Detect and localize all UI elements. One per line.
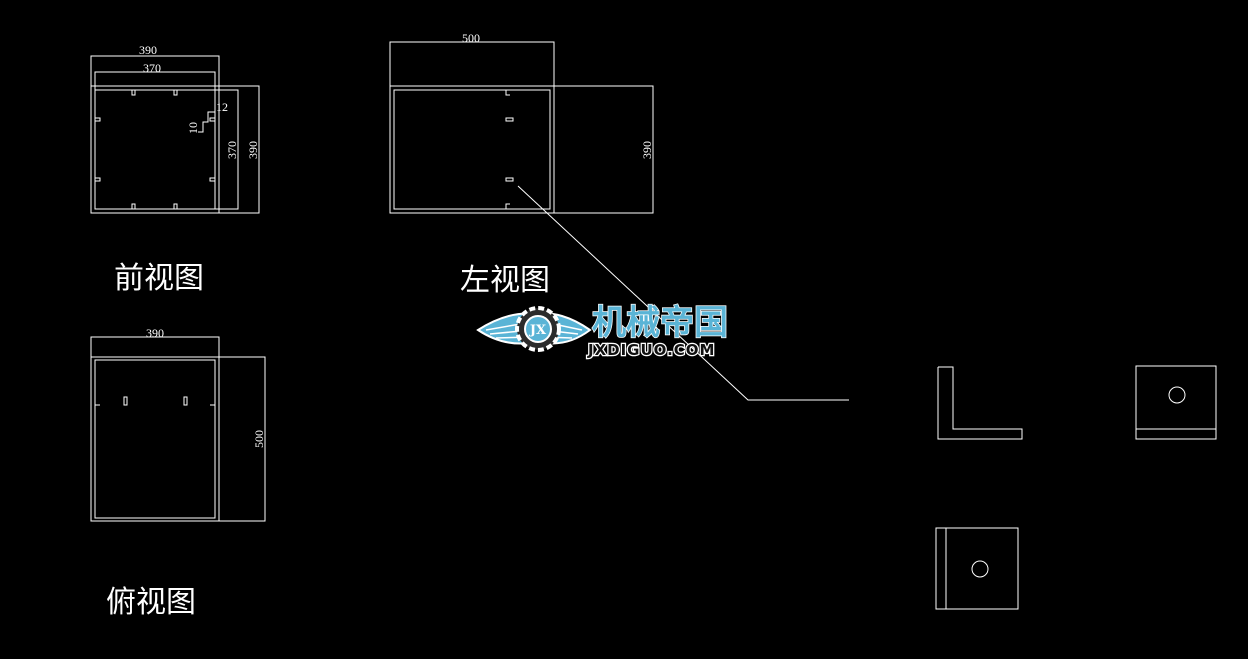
left-dim-line-500 bbox=[389, 41, 555, 86]
left-view: 500 390 左视图 bbox=[389, 31, 654, 298]
front-view-notch bbox=[173, 89, 178, 96]
plate-with-hole-top bbox=[1135, 365, 1217, 440]
top-view-notch bbox=[183, 396, 188, 406]
left-dim-line-390 bbox=[554, 85, 654, 214]
front-dim-gap: 12 bbox=[216, 100, 228, 114]
top-view-notch bbox=[210, 397, 216, 406]
plate-outline bbox=[1135, 365, 1217, 440]
front-dim-inner-width: 370 bbox=[143, 61, 161, 75]
left-view-notch bbox=[505, 90, 510, 96]
front-view: 390 370 12 10 370 390 前视图 bbox=[90, 43, 260, 296]
left-dim-height: 390 bbox=[640, 141, 654, 159]
left-view-outer-frame bbox=[389, 85, 555, 214]
front-view-notch bbox=[131, 89, 136, 96]
plate-hole bbox=[971, 560, 989, 578]
left-view-notch bbox=[505, 203, 510, 209]
front-dim-line-370v bbox=[215, 89, 239, 210]
top-dim-depth: 500 bbox=[252, 430, 266, 448]
top-view-inner-frame bbox=[94, 359, 216, 519]
watermark-name: 机械帝国 bbox=[592, 303, 728, 343]
front-dim-outer-height: 390 bbox=[246, 141, 260, 159]
angle-bracket-outline bbox=[937, 366, 1023, 440]
left-view-notch bbox=[505, 117, 514, 122]
front-view-inner-frame bbox=[94, 89, 216, 210]
front-view-outer-frame bbox=[90, 85, 220, 214]
front-view-notch bbox=[209, 177, 216, 182]
top-view-label: 俯视图 bbox=[106, 585, 196, 620]
front-view-label: 前视图 bbox=[114, 261, 204, 296]
left-view-label: 左视图 bbox=[460, 263, 550, 298]
front-dim-inner-height: 370 bbox=[225, 141, 239, 159]
top-view-outer-frame bbox=[90, 356, 220, 522]
watermark-logo: JX 机械帝国 JXDIGUO.COM bbox=[476, 302, 729, 360]
left-view-notch bbox=[505, 177, 514, 182]
top-dim-line-500 bbox=[219, 356, 266, 522]
front-view-notch bbox=[94, 177, 101, 182]
top-dim-line-390 bbox=[90, 336, 220, 357]
front-view-notch bbox=[131, 203, 136, 210]
plate-with-hole-bottom bbox=[935, 527, 1019, 610]
plate-hole bbox=[1168, 386, 1186, 404]
front-view-notch bbox=[173, 203, 178, 210]
top-view-notch bbox=[123, 396, 128, 406]
front-dim-line-390 bbox=[90, 55, 220, 86]
emblem-text: JX bbox=[529, 323, 547, 338]
leader-line bbox=[517, 185, 849, 401]
front-dim-slot: 10 bbox=[186, 122, 200, 134]
angle-bracket-part bbox=[937, 366, 1023, 440]
front-view-notch bbox=[209, 117, 216, 122]
top-dim-width: 390 bbox=[146, 326, 164, 340]
front-dim-line-390v bbox=[219, 85, 260, 214]
top-view-notch bbox=[94, 397, 100, 406]
front-view-notch bbox=[94, 117, 101, 122]
left-dim-width: 500 bbox=[462, 31, 480, 45]
front-dim-line-370 bbox=[94, 71, 216, 90]
left-view-inner-frame bbox=[393, 89, 551, 210]
front-view-step-detail bbox=[198, 111, 215, 133]
plate-outline bbox=[935, 527, 1019, 610]
gear-inner-icon bbox=[524, 315, 552, 343]
watermark-domain: JXDIGUO.COM bbox=[587, 341, 715, 359]
front-dim-outer-width: 390 bbox=[139, 43, 157, 57]
top-view: 390 500 俯视图 bbox=[90, 326, 266, 620]
